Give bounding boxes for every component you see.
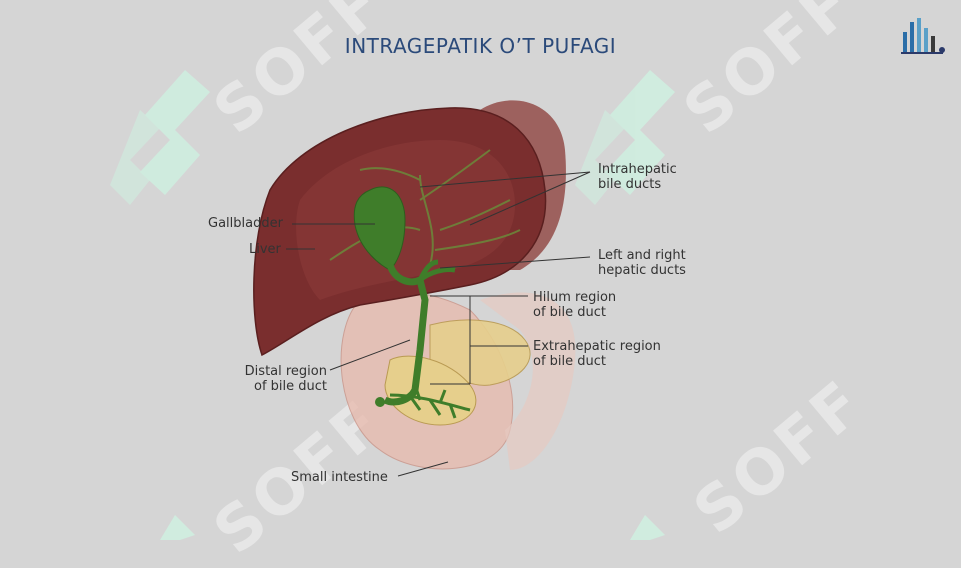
label-distal: Distal region of bile duct (244, 364, 327, 394)
pancreatic-duct (389, 384, 471, 419)
label-gallbladder: Gallbladder (208, 216, 283, 231)
bar-chart-logo-icon (901, 18, 945, 54)
leader-lines (286, 171, 591, 477)
label-intrahepatic: Intrahepatic bile ducts (598, 162, 677, 192)
label-left-right-hepatic: Left and right hepatic ducts (598, 248, 686, 278)
liver-highlight (296, 140, 515, 300)
slide: SOFF SOFF SOFF SOFF (110, 0, 945, 568)
intestine-extension (480, 292, 576, 470)
label-liver: Liver (249, 242, 281, 257)
watermark-mark (630, 515, 665, 540)
label-small-intestine: Small intestine (291, 470, 388, 485)
hepatic-ducts (417, 259, 456, 283)
watermark-mark (110, 70, 210, 205)
ampulla (375, 397, 385, 407)
watermark-mark (160, 515, 195, 540)
diagram-canvas (110, 18, 945, 540)
page-title: INTRAGEPATIK O’T PUFAGI (344, 34, 617, 58)
label-extrahepatic: Extrahepatic region of bile duct (533, 339, 661, 369)
bile-duct (383, 263, 429, 406)
pancreas-head (384, 355, 477, 426)
watermark-mark (575, 70, 675, 205)
label-hilum: Hilum region of bile duct (533, 290, 617, 320)
